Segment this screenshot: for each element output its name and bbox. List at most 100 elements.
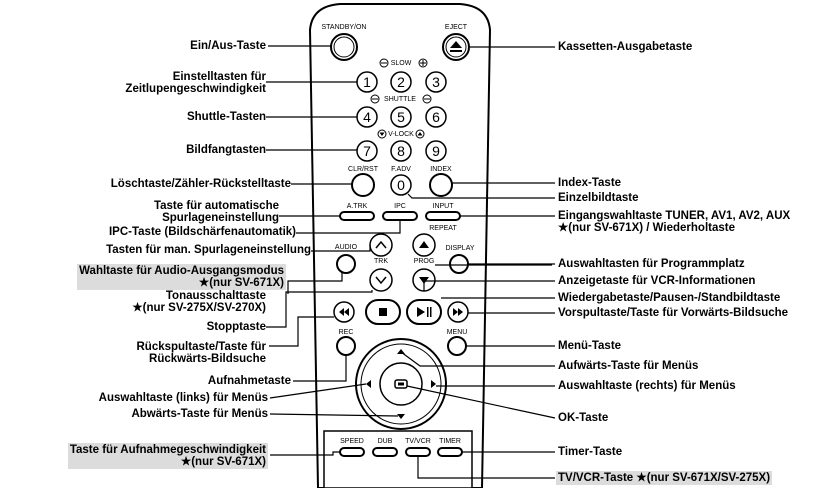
display-label: DISPLAY	[445, 245, 474, 252]
fast-forward-icon	[453, 308, 463, 316]
dub-button[interactable]	[372, 447, 398, 457]
clr-rst-button[interactable]	[351, 173, 375, 197]
display-button[interactable]	[449, 254, 469, 274]
svg-text:3: 3	[432, 74, 440, 90]
label-slow-line2: Zeitlupengeschwindigkeit	[125, 83, 266, 95]
label-atrk: Taste für automatische Spurlageneinstell…	[154, 200, 279, 224]
slow-legend: SLOW	[379, 58, 428, 68]
standby-label: STANDBY/ON	[322, 24, 367, 31]
svg-text:SLOW: SLOW	[391, 60, 412, 67]
label-audio-line1: Wahltaste für Audio-Ausgangsmodus	[79, 265, 284, 277]
rec-button[interactable]	[336, 336, 356, 356]
remote-body	[308, 3, 492, 488]
label-ok: OK-Taste	[558, 412, 609, 424]
label-mute-line2: ★(nur SV-275X/SV-270X)	[132, 302, 266, 314]
label-mute-line1: Tonausschalttaste	[165, 290, 266, 302]
label-slow: Einstelltasten für Zeitlupengeschwindigk…	[125, 71, 266, 95]
shuttle-legend: SHUTTLE	[370, 94, 432, 104]
label-ipc: IPC-Taste (Bildschärfenautomatik)	[108, 226, 296, 238]
digit-button-3[interactable]: 3	[425, 71, 447, 93]
label-down: Abwärts-Taste für Menüs	[131, 408, 268, 420]
prog-up-button[interactable]	[412, 233, 436, 257]
standby-button[interactable]	[330, 33, 358, 61]
label-up: Aufwärts-Taste für Menüs	[558, 360, 699, 372]
fadv-label: F.ADV	[391, 166, 411, 173]
digit-button-1[interactable]: 1	[356, 71, 378, 93]
stop-icon	[379, 308, 387, 316]
tvvcr-button[interactable]	[405, 447, 431, 457]
svg-text:V-LOCK: V-LOCK	[388, 131, 414, 138]
label-clear: Löschtaste/Zähler-Rückstelltaste	[110, 178, 291, 190]
audio-button[interactable]	[336, 254, 356, 274]
tvvcr-label: TV/VCR	[405, 438, 431, 445]
digit-button-9[interactable]: 9	[425, 140, 447, 162]
stop-button[interactable]	[365, 299, 401, 325]
repeat-label: REPEAT	[429, 225, 457, 232]
digit-button-2[interactable]: 2	[390, 71, 412, 93]
input-button[interactable]	[425, 211, 461, 221]
down-arrow-icon	[397, 414, 405, 419]
timer-button[interactable]	[437, 447, 463, 457]
timer-label: TIMER	[439, 438, 461, 445]
label-vlock: Bildfangtasten	[186, 144, 266, 156]
label-trk: Tasten für man. Spurlageneinstellung	[106, 244, 311, 256]
label-select-right: Auswahltaste (rechts) für Menüs	[558, 380, 736, 392]
label-prog: Auswahltasten für Programmplatz	[558, 258, 745, 270]
label-atrk-line1: Taste für automatische	[153, 200, 279, 212]
svg-text:2: 2	[397, 74, 405, 90]
play-icon	[417, 307, 425, 317]
label-rec: Aufnahmetaste	[207, 375, 291, 387]
label-mute: Tonausschalttaste ★(nur SV-275X/SV-270X)	[132, 290, 266, 314]
svg-text:5: 5	[397, 109, 405, 125]
label-input: Eingangswahltaste TUNER, AV1, AV2, AUX ★…	[558, 210, 790, 234]
svg-text:4: 4	[363, 109, 371, 125]
ipc-button[interactable]	[382, 211, 418, 221]
digit-button-0[interactable]: 0	[390, 174, 412, 196]
label-shuttle: Shuttle-Tasten	[186, 111, 266, 123]
label-select-left: Auswahltaste (links) für Menüs	[98, 392, 268, 404]
digit-button-8[interactable]: 8	[390, 140, 412, 162]
label-atrk-line2: Spurlageneinstellung	[162, 212, 279, 224]
label-power: Ein/Aus-Taste	[190, 40, 266, 52]
label-stop: Stopptaste	[206, 321, 266, 333]
speed-button[interactable]	[339, 447, 365, 457]
digit-button-6[interactable]: 6	[425, 106, 447, 128]
rewind-button[interactable]	[333, 301, 355, 323]
label-slow-line1: Einstelltasten für	[172, 71, 266, 83]
label-speed-line1: Taste für Aufnahmegeschwindigkeit	[69, 444, 266, 456]
trk-up-button[interactable]	[369, 233, 393, 257]
trk-down-button[interactable]	[369, 268, 393, 292]
label-input-line2: ★(nur SV-671X) / Wiederholtaste	[558, 222, 735, 234]
fast-forward-button[interactable]	[447, 301, 469, 323]
digit-button-5[interactable]: 5	[390, 106, 412, 128]
label-speed: Taste für Aufnahmegeschwindigkeit ★(nur …	[67, 443, 268, 469]
clr-label: CLR/RST	[348, 166, 379, 173]
vlock-legend: V-LOCK	[377, 129, 425, 139]
svg-text:9: 9	[432, 143, 440, 159]
label-speed-line2: ★(nur SV-671X)	[180, 456, 266, 468]
svg-text:SHUTTLE: SHUTTLE	[384, 96, 416, 103]
label-eject: Kassetten-Ausgabetaste	[558, 41, 693, 53]
digit-button-4[interactable]: 4	[356, 106, 378, 128]
ipc-label: IPC	[394, 203, 406, 210]
speed-label: SPEED	[340, 438, 364, 445]
index-button[interactable]	[429, 173, 453, 197]
menu-button[interactable]	[447, 336, 467, 356]
left-arrow-icon	[366, 380, 371, 388]
ok-button[interactable]	[394, 379, 408, 389]
prog-label: PROG	[414, 258, 435, 265]
digit-button-7[interactable]: 7	[356, 140, 378, 162]
label-timer: Timer-Taste	[558, 446, 623, 458]
svg-text:7: 7	[363, 143, 371, 159]
eject-label: EJECT	[445, 24, 468, 31]
label-fadv: Einzelbildtaste	[558, 192, 639, 204]
audio-label: AUDIO	[335, 244, 358, 251]
label-input-line1: Eingangswahltaste TUNER, AV1, AV2, AUX	[558, 210, 791, 222]
eject-button[interactable]	[442, 33, 470, 61]
rewind-icon	[339, 308, 349, 316]
atrk-button[interactable]	[339, 211, 375, 221]
play-pause-button[interactable]	[406, 299, 442, 325]
atrk-label: A.TRK	[347, 203, 368, 210]
svg-text:0: 0	[397, 177, 405, 193]
